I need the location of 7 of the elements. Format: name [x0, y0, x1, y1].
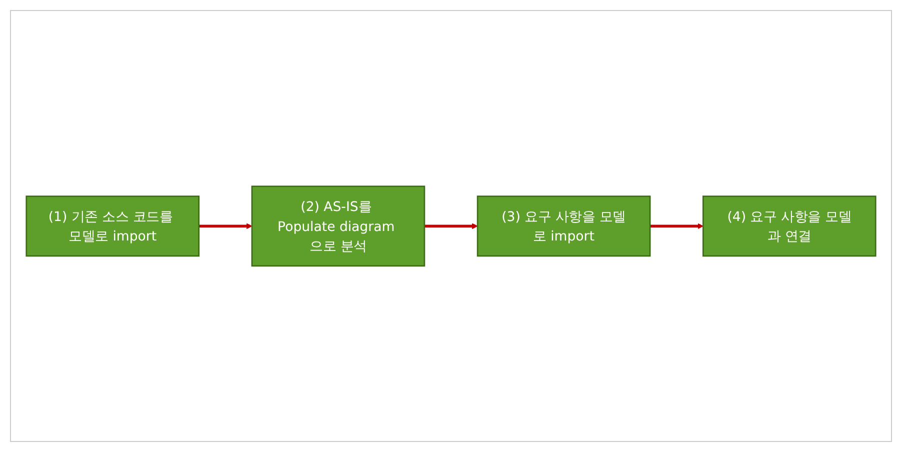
- arrow: [424, 223, 478, 229]
- node-box: (2) AS-IS를 Populate diagram 으로 분석: [251, 186, 426, 266]
- arrow: [198, 223, 252, 229]
- node-box: (1) 기존 소스 코드를 모델로 import: [26, 195, 200, 257]
- node-box: (4) 요구 사항을 모델과 연결: [702, 195, 876, 257]
- arrow: [650, 223, 704, 229]
- node-box: (3) 요구 사항을 모델로 import: [476, 195, 651, 257]
